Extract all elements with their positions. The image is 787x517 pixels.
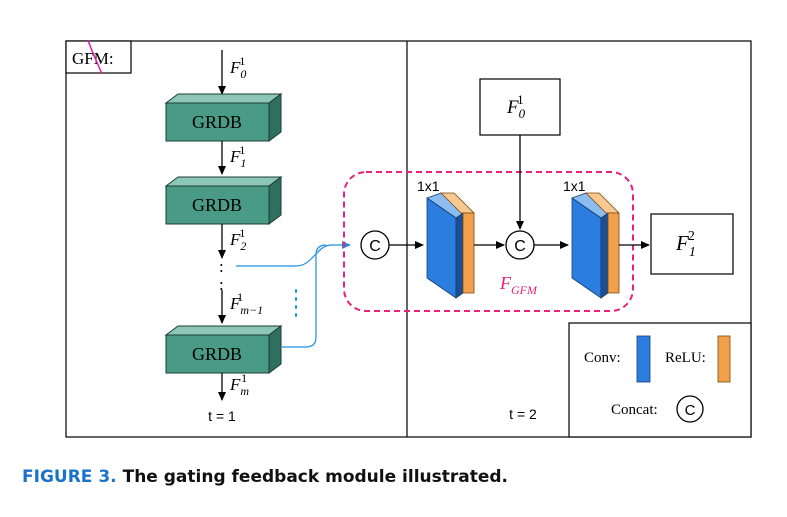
feature-fm-1: Fm−11 xyxy=(229,290,263,317)
legend-concat-icon xyxy=(676,395,704,423)
legend-relu-swatch xyxy=(717,335,731,383)
input-feature-label: F01 xyxy=(506,92,526,121)
time-label-t2: t = 2 xyxy=(509,406,537,422)
legend-concat-label: Concat: xyxy=(611,402,658,418)
svg-text:C: C xyxy=(685,402,696,419)
gfm-module-region xyxy=(343,171,634,312)
feature-f0: F01 xyxy=(229,54,246,81)
outer-frame xyxy=(65,40,752,438)
concat-node-2: C xyxy=(505,230,535,260)
grdb-label-1: GRDB xyxy=(192,112,242,132)
output-feature-label: F12 xyxy=(675,229,696,260)
grdb-label-3: GRDB xyxy=(192,344,242,364)
figure-caption-text: The gating feedback module illustrated. xyxy=(122,467,509,487)
grdb-block-3: GRDB xyxy=(164,325,283,374)
svg-text:C: C xyxy=(514,238,526,255)
grdb-label-2: GRDB xyxy=(192,195,242,215)
concat-node-1: C xyxy=(360,230,390,260)
vertical-dots-2: : xyxy=(219,275,224,294)
feature-fm: Fm1 xyxy=(229,371,249,398)
legend: Conv: ReLU: Concat: C xyxy=(568,322,752,438)
output-feature-box xyxy=(650,213,734,275)
gfm-tag-label: GFM: xyxy=(72,49,114,68)
grdb-block-1: GRDB xyxy=(164,93,283,142)
legend-relu-label: ReLU: xyxy=(665,350,706,366)
skip-connections xyxy=(236,241,351,348)
time-label-t1: t = 1 xyxy=(208,408,236,424)
vertical-dots-1: : xyxy=(219,257,224,276)
conv-relu-block-1: 1x1 xyxy=(417,178,475,299)
grdb-block-2: GRDB xyxy=(164,176,283,225)
conv-relu-block-2: 1x1 xyxy=(563,178,620,299)
conv-label-1: 1x1 xyxy=(417,178,440,194)
module-label: FGFM xyxy=(499,273,538,297)
figure-caption-label: FIGURE 3. xyxy=(22,467,117,487)
feature-f1: F11 xyxy=(229,143,246,170)
gfm-tag: GFM: xyxy=(65,39,132,75)
conv-label-2: 1x1 xyxy=(563,178,586,194)
input-feature-box xyxy=(479,78,561,136)
figure-caption: FIGURE 3.The gating feedback module illu… xyxy=(22,467,508,487)
gfm-strike-mark xyxy=(87,39,103,75)
svg-text:C: C xyxy=(369,238,381,255)
legend-conv-label: Conv: xyxy=(584,350,621,366)
feature-f2: F21 xyxy=(229,226,246,253)
legend-conv-swatch xyxy=(636,335,651,383)
